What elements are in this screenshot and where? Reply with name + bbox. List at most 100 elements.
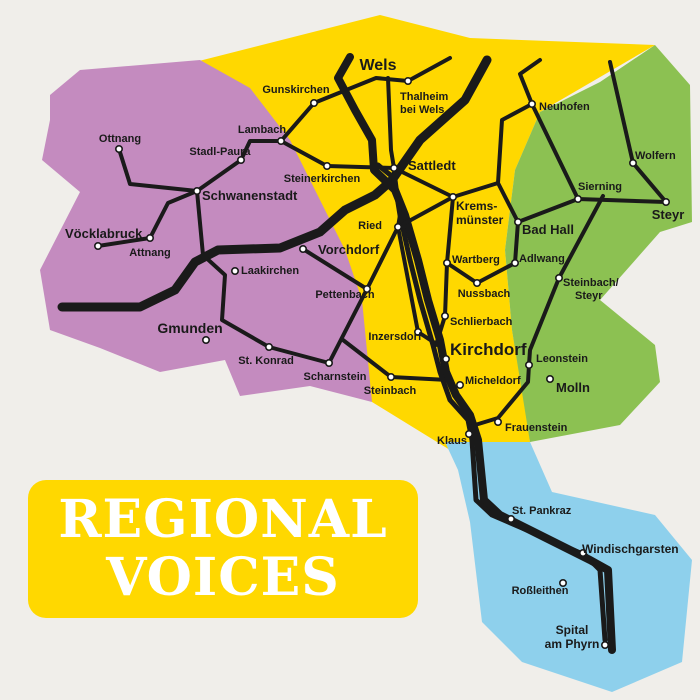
station-label: Wels [359, 57, 396, 74]
station-dot-icon [661, 198, 670, 207]
station-dot-icon [510, 258, 519, 267]
station-dot-icon [403, 77, 412, 86]
station-label: Vorchdorf [318, 242, 380, 257]
station-dot-icon [309, 99, 318, 108]
station-label: münster [456, 213, 504, 227]
station-dot-icon [472, 278, 481, 287]
station-dot-icon [442, 258, 451, 267]
station-label: Steinbach [364, 385, 417, 397]
station-dot-icon [573, 195, 582, 204]
station-dot-icon [448, 193, 457, 202]
station-dot-icon [324, 358, 333, 367]
station-dot-icon [322, 162, 331, 171]
station-label: Ried [358, 220, 382, 232]
station-dot-icon [393, 223, 402, 232]
station-label: Micheldorf [465, 375, 521, 387]
station-dot-icon [493, 417, 502, 426]
station-label: Laakirchen [241, 265, 299, 277]
station-label: Thalheim [400, 91, 449, 103]
station-label: Molln [556, 380, 590, 395]
station-dot-icon [464, 429, 473, 438]
station-label: Steinbach/ [563, 277, 619, 289]
station-label: am Phyrn [545, 637, 600, 651]
station-dot-icon [524, 360, 533, 369]
station-label: Steyr [652, 207, 685, 222]
station-label: Steinerkirchen [284, 173, 361, 185]
station-label: Vöcklabruck [65, 226, 143, 241]
station-label: Adlwang [519, 253, 565, 265]
rail-line [445, 220, 520, 285]
station-label: Nussbach [458, 288, 511, 300]
station-label: Klaus [437, 435, 467, 447]
banner-line2: VOICES [106, 547, 340, 608]
station-label: Sattledt [408, 158, 456, 173]
station-label: Gunskirchen [262, 84, 330, 96]
rail-main-wels-south [334, 53, 616, 654]
station-label: Wartberg [452, 254, 500, 266]
station-dot-icon [545, 374, 554, 383]
region-central [195, 15, 655, 450]
station-label: Inzersdorf [368, 331, 422, 343]
station-label: Scharnstein [304, 371, 367, 383]
station-dot-icon [193, 187, 202, 196]
rail-line [195, 139, 331, 365]
rail-line [496, 102, 580, 201]
station-label: Pettenbach [315, 289, 375, 301]
station-dot-icon [554, 273, 563, 282]
station-label: Windischgarsten [582, 542, 679, 556]
rail-line [279, 101, 316, 143]
station-dot-icon [237, 156, 246, 165]
station-label: Steyr [575, 290, 603, 302]
rail-line [96, 189, 199, 248]
station-label: Krems- [456, 199, 497, 213]
station-dot-icon [146, 234, 155, 243]
station-dot-icon [202, 335, 211, 344]
station-label: Leonstein [536, 353, 588, 365]
station-label: St. Pankraz [512, 505, 572, 517]
rail-line [434, 195, 455, 347]
rail-line [117, 147, 199, 193]
station-label: Kirchdorf [450, 340, 527, 359]
station-label: Neuhofen [539, 101, 590, 113]
regional-voices-banner: REGIONAL VOICES [28, 480, 418, 618]
station-label: Gmunden [157, 320, 222, 336]
region-south [445, 442, 692, 692]
station-dot-icon [298, 245, 307, 254]
station-label: Wolfern [635, 150, 676, 162]
station-dot-icon [389, 164, 398, 173]
station-dot-icon [441, 354, 450, 363]
station-dot-icon [231, 266, 240, 275]
station-dot-icon [440, 311, 449, 320]
station-label: Stadl-Paura [189, 146, 251, 158]
station-label: Bad Hall [522, 222, 574, 237]
station-dot-icon [115, 145, 124, 154]
station-label: Sierning [578, 181, 622, 193]
station-dot-icon [386, 372, 395, 381]
rail-line [518, 58, 542, 106]
rail-parallel [375, 162, 608, 643]
station-label: Frauenstein [505, 422, 568, 434]
station-label: St. Konrad [238, 355, 294, 367]
station-dot-icon [527, 100, 536, 109]
station-dot-icon [513, 218, 522, 227]
station-dot-icon [362, 284, 371, 293]
station-label: Attnang [129, 247, 171, 259]
station-dot-icon [578, 548, 587, 557]
station-dot-icon [413, 327, 422, 336]
station-dot-icon [276, 137, 285, 146]
station-label: Lambach [238, 124, 287, 136]
station-label: Roßleithen [512, 585, 569, 597]
station-label: bei Wels [400, 104, 444, 116]
station-dot-icon [600, 640, 609, 649]
banner-line1: REGIONAL [58, 489, 388, 550]
station-label: Schlierbach [450, 316, 513, 328]
rail-line [312, 56, 452, 105]
station-dot-icon [94, 242, 103, 251]
station-dot-icon [455, 380, 464, 389]
station-dot-icon [506, 514, 515, 523]
station-label: Schwanenstadt [202, 188, 298, 203]
station-dot-icon [628, 159, 637, 168]
station-label: Spital [556, 623, 589, 637]
